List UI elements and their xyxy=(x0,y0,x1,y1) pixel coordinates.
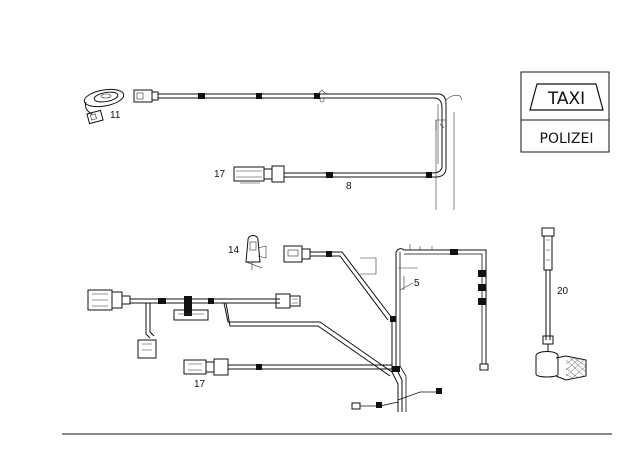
label-part-11: 11 xyxy=(110,110,121,121)
label-part-14: 14 xyxy=(228,245,240,256)
label-part-8: 8 xyxy=(346,181,352,192)
label-part-20: 20 xyxy=(557,286,569,297)
connector-17-bottom xyxy=(183,358,229,376)
label-part-17-bottom: 17 xyxy=(194,379,206,390)
harness-bottom xyxy=(87,235,489,412)
label-part-17-top: 17 xyxy=(214,169,226,180)
connector-17-top xyxy=(233,165,285,184)
label-part-5: 5 xyxy=(414,278,420,289)
connector-top-left xyxy=(133,89,159,103)
harness-top xyxy=(83,88,463,210)
antenna-component-20 xyxy=(535,227,587,381)
connector-left-multi xyxy=(87,289,131,311)
taxi-polizei-sign: TAXI POLIZEI xyxy=(520,71,610,153)
clip-component-14 xyxy=(245,235,267,270)
sensor-component xyxy=(83,88,125,125)
polizei-text: POLIZEI xyxy=(540,131,594,147)
taxi-text: TAXI xyxy=(547,89,585,109)
